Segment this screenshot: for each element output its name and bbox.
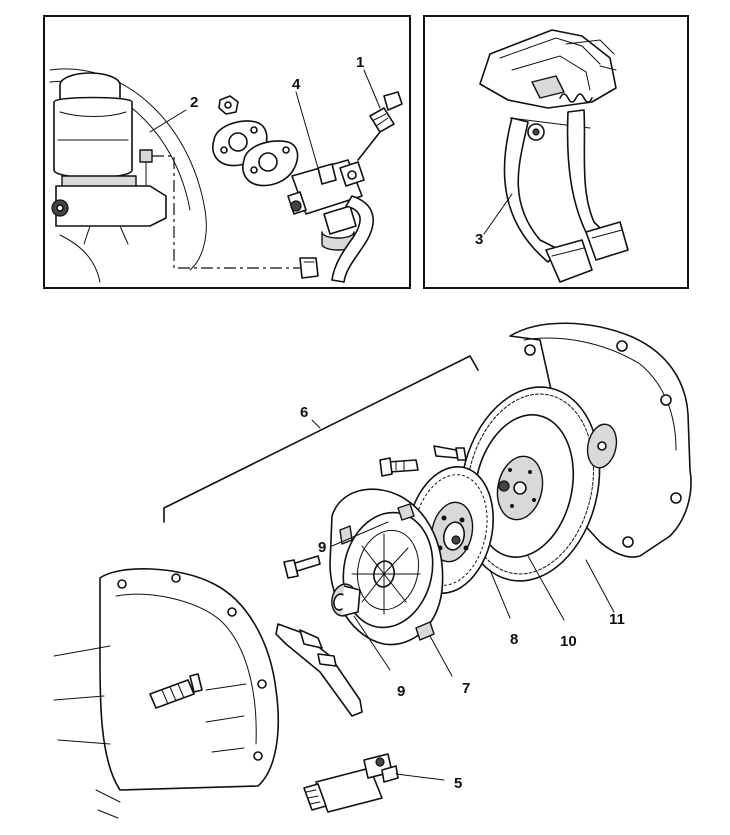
callout-10: 10 bbox=[560, 633, 577, 650]
leader-lines-bottom bbox=[331, 521, 615, 781]
callout-9-upper: 9 bbox=[318, 539, 327, 556]
callout-9: 9 bbox=[397, 683, 406, 700]
pressure-plate-bolt-upper bbox=[379, 457, 419, 477]
callout-2: 2 bbox=[190, 94, 199, 111]
callout-11: 11 bbox=[609, 611, 625, 628]
pressure-plate-bolt-lower bbox=[283, 555, 321, 579]
crankshaft-flange bbox=[586, 423, 618, 469]
flywheel-11 bbox=[459, 386, 601, 582]
callout-4: 4 bbox=[292, 76, 301, 93]
reservoir-feed-hose bbox=[331, 195, 374, 283]
inset-pedal-panel bbox=[423, 15, 689, 289]
release-bearing-9 bbox=[331, 583, 361, 617]
hose-clip bbox=[299, 257, 319, 279]
callout-1: 1 bbox=[356, 54, 365, 71]
gearbox-casing-lines bbox=[53, 645, 247, 819]
callout-6: 6 bbox=[300, 404, 309, 421]
callout-8: 8 bbox=[510, 631, 519, 648]
pressure-plate-7 bbox=[329, 488, 444, 646]
callout-5: 5 bbox=[454, 775, 463, 792]
flywheel-bolt-upper bbox=[433, 445, 467, 461]
leader-line-3 bbox=[483, 193, 513, 235]
clutch-master-cylinder bbox=[287, 159, 365, 251]
slave-cylinder-5 bbox=[303, 753, 399, 813]
master-cylinder-body bbox=[51, 149, 167, 245]
clutch-pedal-pad bbox=[545, 239, 593, 283]
callout-7: 7 bbox=[462, 680, 471, 697]
brake-pedal-pad bbox=[585, 221, 629, 261]
flange-gasket-inner bbox=[242, 140, 299, 187]
leader-lines-top-left bbox=[149, 69, 381, 169]
return-spring bbox=[559, 93, 593, 103]
callout-3: 3 bbox=[475, 231, 484, 248]
gearbox-bellhousing bbox=[99, 568, 280, 791]
bracket-group-6 bbox=[163, 355, 479, 523]
fluid-line-dashed bbox=[152, 155, 300, 269]
pushrod-clevis bbox=[357, 91, 403, 161]
pedal-bracket bbox=[479, 29, 617, 109]
fluid-reservoir bbox=[53, 72, 137, 197]
release-fork bbox=[275, 623, 363, 717]
input-shaft bbox=[149, 673, 203, 709]
bolt-nut-small bbox=[218, 95, 239, 115]
